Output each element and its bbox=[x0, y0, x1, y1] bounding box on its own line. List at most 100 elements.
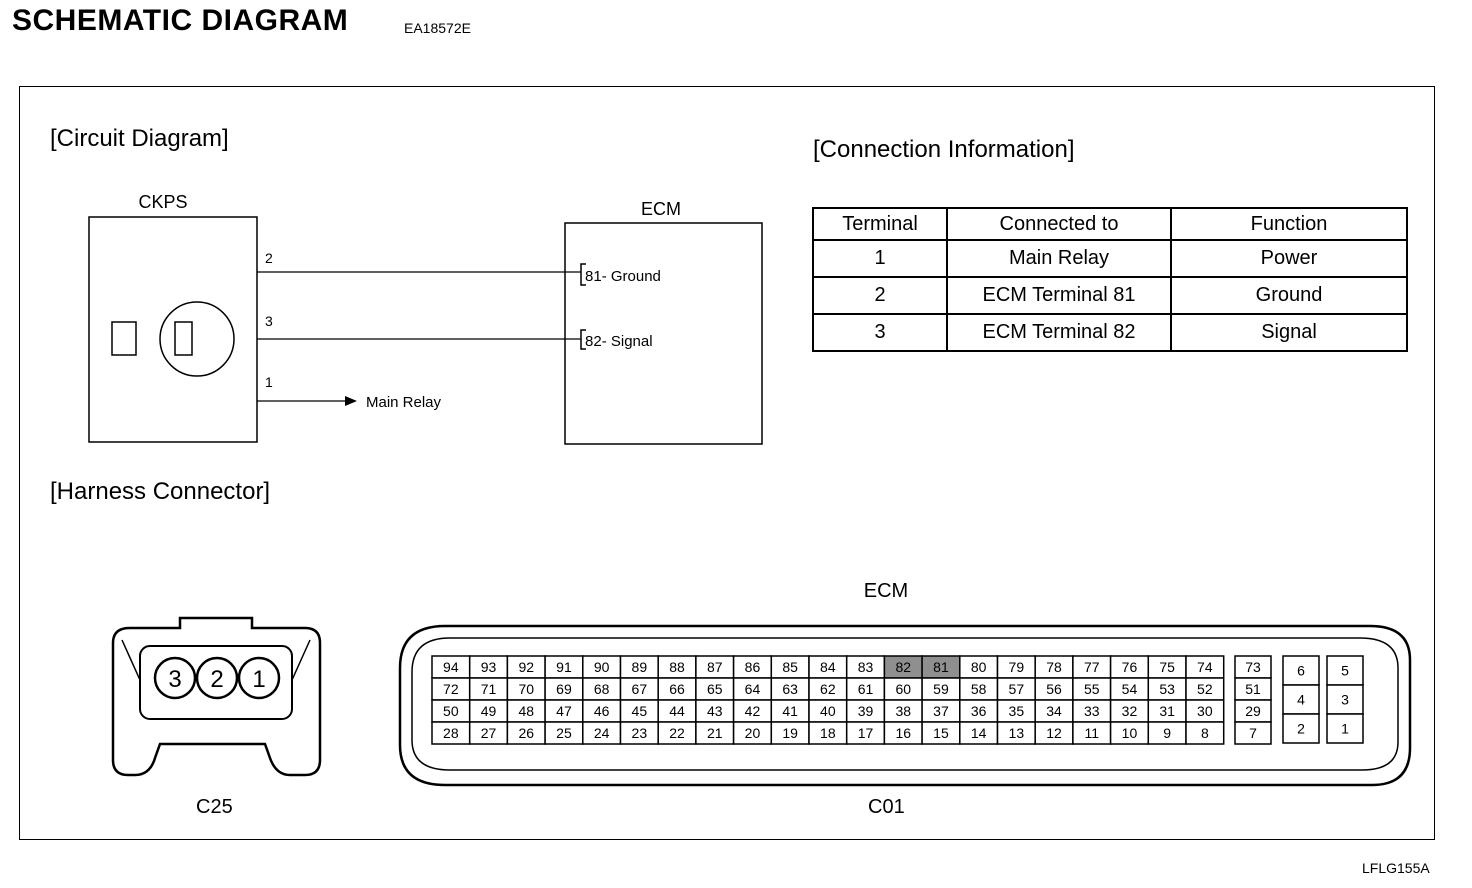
ecm-pin-label: 58 bbox=[971, 681, 987, 697]
ecm-pin-label: 28 bbox=[443, 725, 459, 741]
c25-connector-label: C25 bbox=[196, 796, 233, 818]
ecm-terminal-81-label: 81- Ground bbox=[585, 268, 661, 285]
ecm-pin-label: 80 bbox=[971, 659, 987, 675]
ecm-pin-label: 53 bbox=[1159, 681, 1175, 697]
ecm-pin-label: 91 bbox=[556, 659, 572, 675]
ecm-pin-label: 89 bbox=[632, 659, 648, 675]
c25-pin-2-label: 2 bbox=[210, 666, 223, 693]
ecm-pin-label: 62 bbox=[820, 681, 836, 697]
ecm-pin-label: 42 bbox=[745, 703, 761, 719]
ecm-pin-label: 10 bbox=[1122, 725, 1138, 741]
ecm-pin-label: 5 bbox=[1341, 663, 1349, 679]
ecm-pin-label: 30 bbox=[1197, 703, 1213, 719]
ecm-pin-label: 72 bbox=[443, 681, 459, 697]
ecm-pin-label: 90 bbox=[594, 659, 610, 675]
ckps-sensor-box bbox=[88, 216, 258, 443]
table-cell: 3 bbox=[812, 313, 948, 352]
ecm-pin-label: 27 bbox=[481, 725, 497, 741]
table-cell: Ground bbox=[1170, 276, 1408, 315]
c25-pin-1 bbox=[237, 656, 281, 700]
ecm-pin-label: 15 bbox=[933, 725, 949, 741]
ecm-pin-label: 37 bbox=[933, 703, 949, 719]
ecm-pin-label: 70 bbox=[518, 681, 534, 697]
ecm-terminal-82-label: 82- Signal bbox=[585, 333, 653, 350]
ecm-pin-7 bbox=[1234, 721, 1272, 745]
ecm-pin-label: 18 bbox=[820, 725, 836, 741]
table-row: 2 ECM Terminal 81 Ground bbox=[812, 276, 1408, 315]
ckps-label: CKPS bbox=[138, 192, 187, 212]
ckps-pin-3: 3 bbox=[265, 313, 273, 329]
ecm-pin-label: 11 bbox=[1084, 725, 1099, 741]
ecm-pin-label: 50 bbox=[443, 703, 459, 719]
c25-pin-2 bbox=[195, 656, 239, 700]
ecm-pin-label: 46 bbox=[594, 703, 610, 719]
ecm-pin-label: 21 bbox=[707, 725, 723, 741]
ecm-pin-label: 2 bbox=[1297, 721, 1305, 737]
ecm-pin-label: 84 bbox=[820, 659, 836, 675]
ecm-pin-label: 74 bbox=[1197, 659, 1213, 675]
ecm-pin-label: 63 bbox=[782, 681, 798, 697]
ecm-pin-label: 6 bbox=[1297, 663, 1305, 679]
ecm-pin-label: 19 bbox=[782, 725, 798, 741]
figure-code: LFLG155A bbox=[1362, 860, 1430, 876]
c25-pin-3-label: 3 bbox=[168, 666, 181, 693]
ecm-pin-label: 82 bbox=[895, 659, 911, 675]
ecm-label: ECM bbox=[641, 199, 681, 219]
connection-info-table: Terminal Connected to Function 1 Main Re… bbox=[812, 207, 1408, 352]
ecm-pin-8 bbox=[1185, 721, 1225, 745]
ecm-pin-label: 16 bbox=[895, 725, 911, 741]
ecm-pin-label: 67 bbox=[632, 681, 648, 697]
ecm-pin-label: 44 bbox=[669, 703, 685, 719]
ecm-pin-label: 33 bbox=[1084, 703, 1100, 719]
ecm-pin-label: 71 bbox=[481, 681, 497, 697]
ecm-pin-label: 81 bbox=[933, 659, 949, 675]
ecm-pin-label: 4 bbox=[1297, 692, 1305, 708]
ecm-pin-label: 65 bbox=[707, 681, 723, 697]
ecm-pin-label: 7 bbox=[1249, 725, 1257, 741]
ecm-pin-label: 55 bbox=[1084, 681, 1100, 697]
ecm-connector-housing bbox=[398, 624, 1412, 787]
ecm-pin-label: 83 bbox=[858, 659, 874, 675]
ecm-pin-label: 75 bbox=[1159, 659, 1175, 675]
ecm-pin-label: 78 bbox=[1046, 659, 1062, 675]
ecm-pin-label: 38 bbox=[895, 703, 911, 719]
ecm-pin-label: 35 bbox=[1009, 703, 1025, 719]
arrow-icon bbox=[345, 396, 357, 406]
ecm-pin-label: 32 bbox=[1122, 703, 1138, 719]
ecm-pin-label: 14 bbox=[971, 725, 987, 741]
ecm-pin-label: 22 bbox=[669, 725, 685, 741]
ecm-pin-label: 88 bbox=[669, 659, 685, 675]
connection-information-heading: [Connection Information] bbox=[813, 136, 1075, 163]
ecm-pin-label: 43 bbox=[707, 703, 723, 719]
diagram-frame bbox=[19, 86, 1435, 840]
ecm-pin-label: 57 bbox=[1009, 681, 1025, 697]
ckps-pin-2: 2 bbox=[265, 250, 273, 266]
ecm-pin-label: 26 bbox=[518, 725, 534, 741]
ecm-pin-label: 76 bbox=[1122, 659, 1138, 675]
c25-connector-face bbox=[139, 645, 293, 720]
table-cell: ECM Terminal 81 bbox=[946, 276, 1172, 315]
ecm-pin-label: 93 bbox=[481, 659, 497, 675]
table-cell: 1 bbox=[812, 239, 948, 278]
table-cell: Signal bbox=[1170, 313, 1408, 352]
ecm-pin-label: 40 bbox=[820, 703, 836, 719]
ecm-pin-label: 47 bbox=[556, 703, 572, 719]
ecm-pin-label: 87 bbox=[707, 659, 723, 675]
main-relay-label: Main Relay bbox=[366, 394, 442, 411]
ecm-pin-label: 34 bbox=[1046, 703, 1062, 719]
ecm-pin-5 bbox=[1326, 655, 1364, 686]
ecm-pin-label: 86 bbox=[745, 659, 761, 675]
ecm-pin-label: 9 bbox=[1163, 725, 1171, 741]
c01-connector-label: C01 bbox=[868, 796, 905, 818]
ecm-pin-label: 64 bbox=[745, 681, 761, 697]
ecm-pin-label: 31 bbox=[1159, 703, 1175, 719]
ecm-pin-label: 54 bbox=[1122, 681, 1138, 697]
ecm-pin-label: 73 bbox=[1245, 659, 1261, 675]
table-cell: 2 bbox=[812, 276, 948, 315]
ecm-pin-label: 24 bbox=[594, 725, 610, 741]
c25-pin-1-label: 1 bbox=[252, 666, 265, 693]
ckps-sensor-element-icon bbox=[159, 301, 235, 377]
ecm-pin-label: 61 bbox=[858, 681, 874, 697]
ecm-pin-label: 3 bbox=[1341, 692, 1349, 708]
table-cell: Main Relay bbox=[946, 239, 1172, 278]
